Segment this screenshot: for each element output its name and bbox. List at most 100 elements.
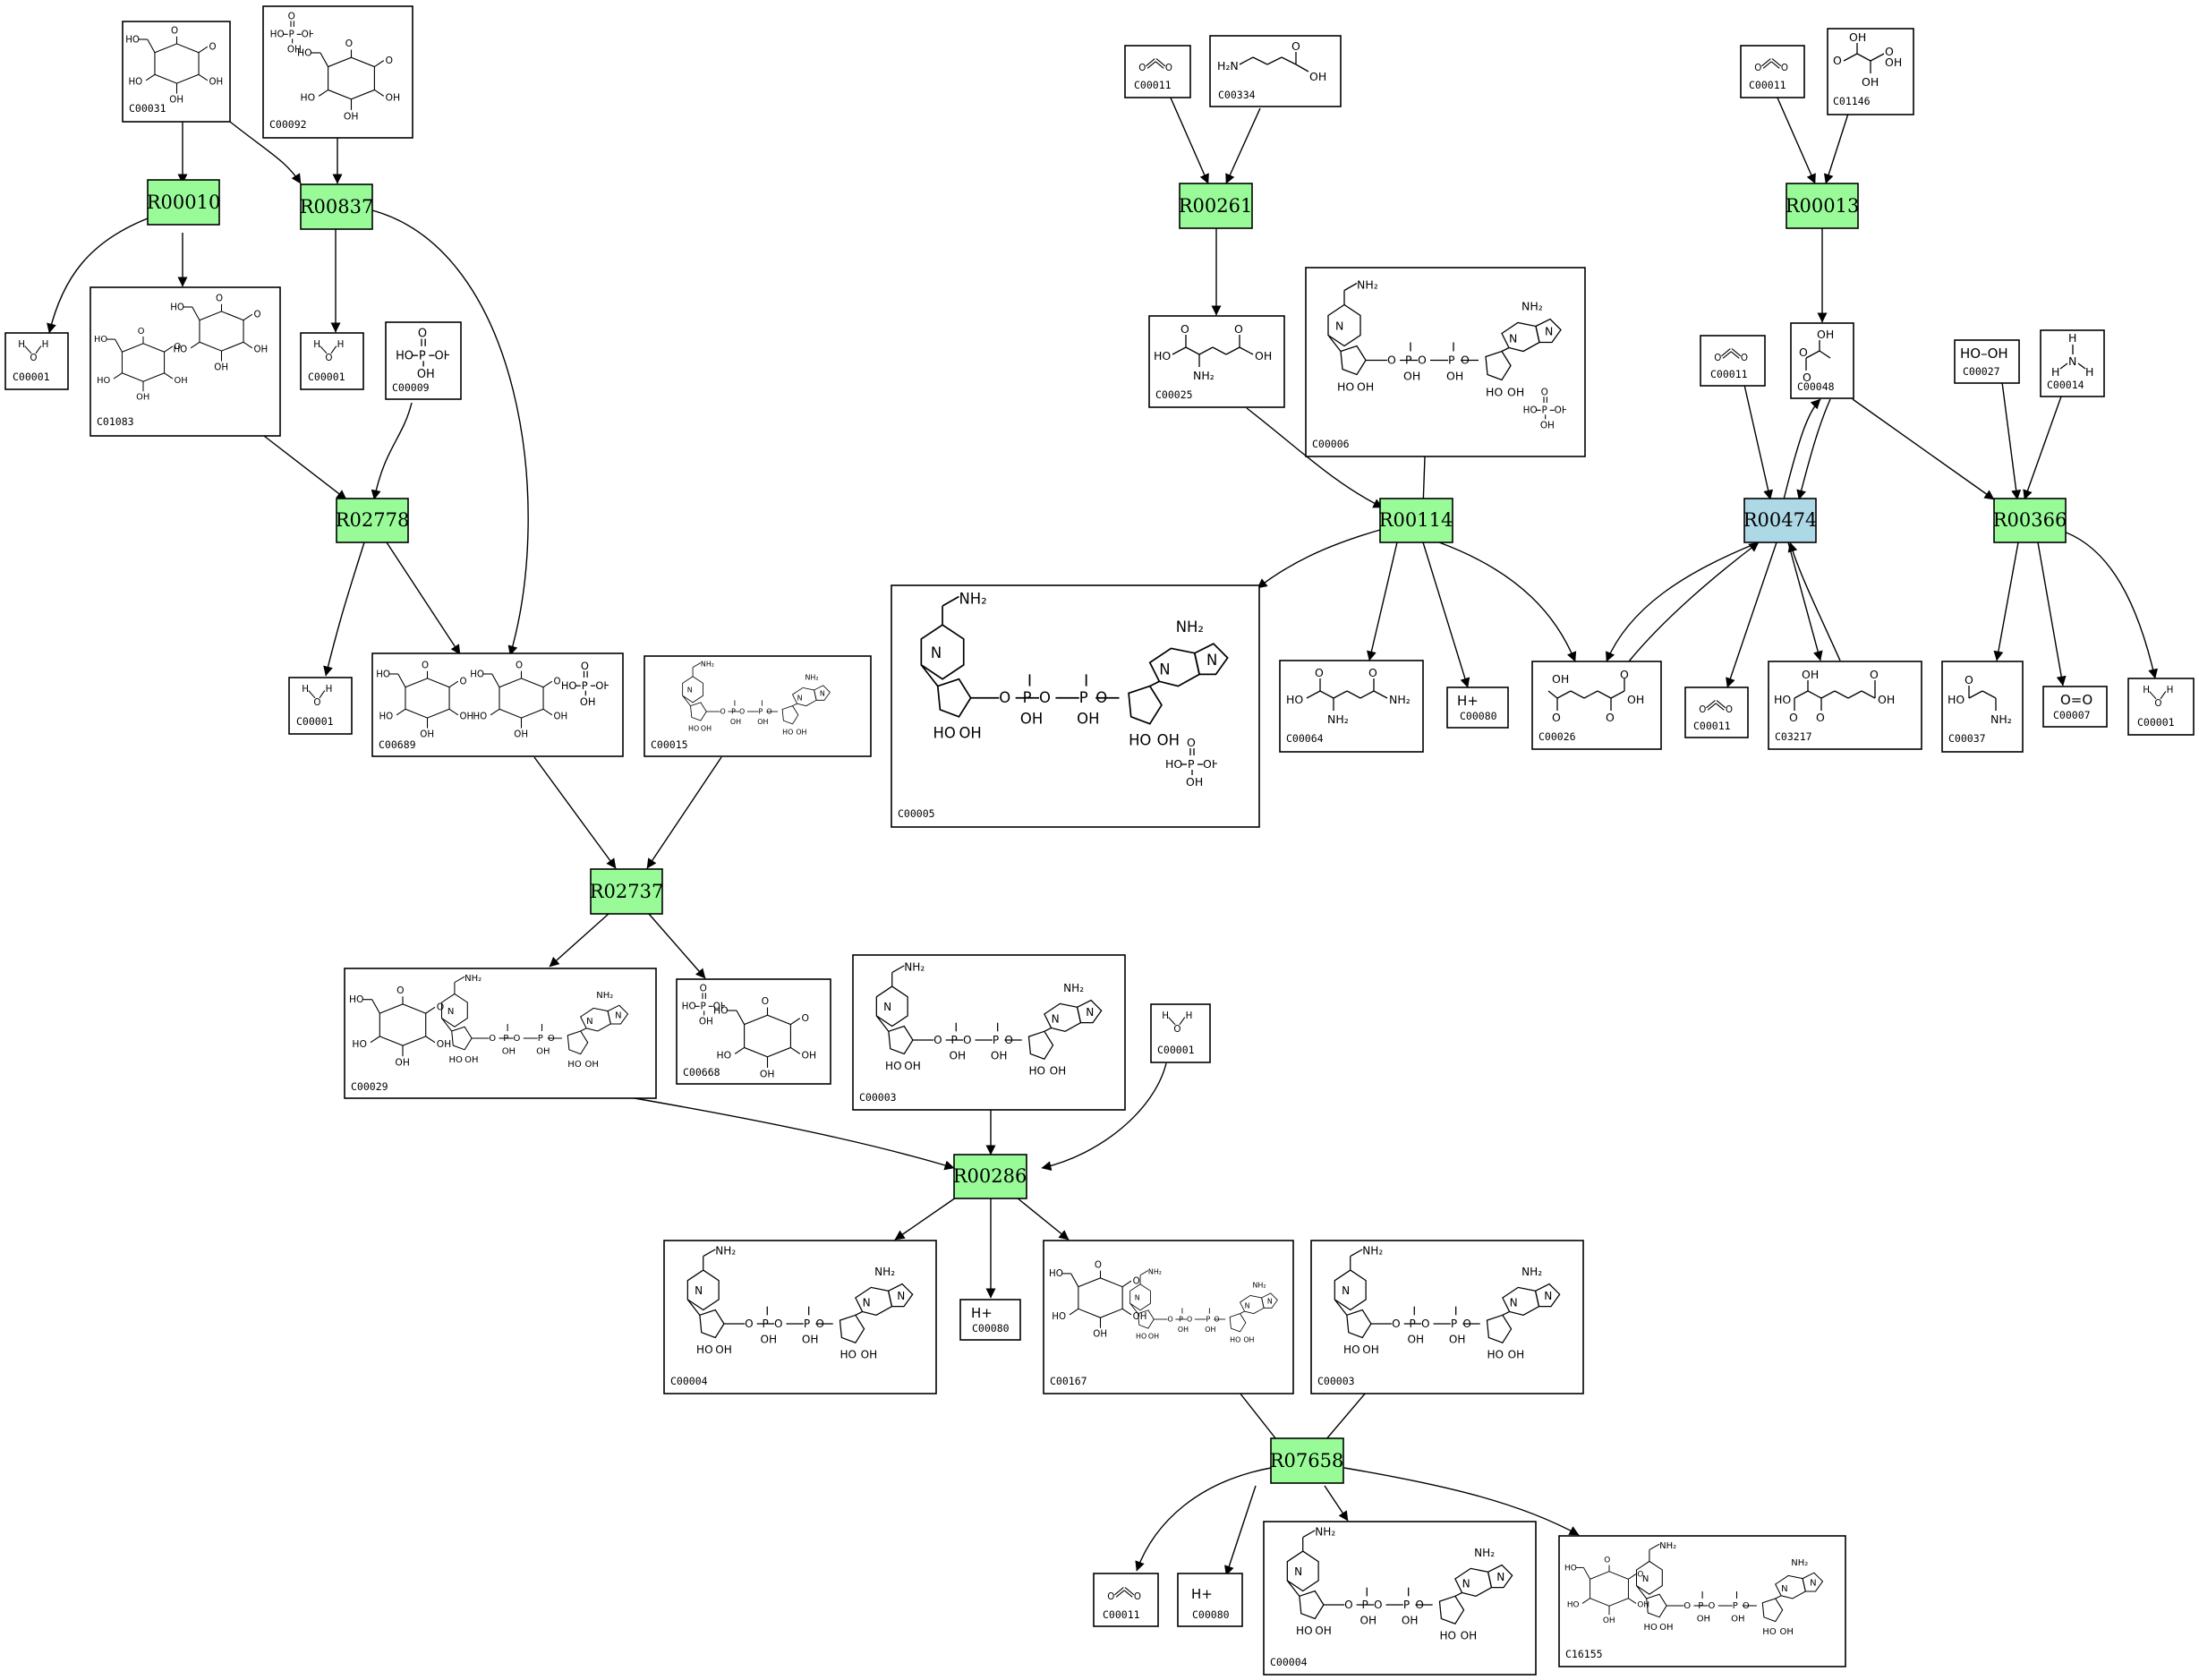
compound-c00080-c[interactable]: H+ C00080 [1446, 686, 1509, 729]
reaction-r00010[interactable]: R00010 [147, 179, 221, 226]
compound-c00080-a[interactable]: H+ C00080 [959, 1299, 1021, 1341]
compound-c00080-b[interactable]: H+ C00080 [1177, 1573, 1243, 1627]
compound-c00004-a[interactable]: C00004 [663, 1240, 937, 1394]
svg-text:O: O [1180, 322, 1189, 336]
svg-text:H: H [2085, 365, 2093, 379]
compound-c00001-d[interactable]: C00001 [1150, 1003, 1211, 1063]
compound-c00004-b[interactable]: C00004 [1263, 1521, 1537, 1676]
compound-c00064[interactable]: HO O O NH₂ NH₂ C00064 [1279, 660, 1424, 753]
compound-c00014[interactable]: H N H H C00014 [2040, 329, 2105, 397]
reaction-r07658[interactable]: R07658 [1270, 1437, 1344, 1484]
svg-text:NH₂: NH₂ [1990, 712, 2012, 726]
svg-text:O: O [1291, 39, 1300, 53]
compound-c00026[interactable]: OH O O O OH C00026 [1531, 661, 1662, 750]
compound-c01083[interactable]: C01083 [89, 286, 281, 437]
reaction-r00286-box [953, 1154, 1027, 1199]
reaction-r00114[interactable]: R00114 [1379, 498, 1453, 543]
compound-c00007[interactable]: O=O C00007 [2042, 686, 2108, 728]
svg-text:OH: OH [1309, 70, 1326, 83]
compound-c00048-id: C00048 [1797, 380, 1835, 393]
compound-c01146[interactable]: OH O O OH OH C01146 [1827, 28, 1914, 115]
compound-c03217[interactable]: OH HO O O O OH C03217 [1768, 661, 1922, 750]
compound-c00029[interactable]: C00029 [344, 968, 657, 1099]
svg-text:O: O [1885, 45, 1894, 58]
svg-text:OH: OH [1255, 349, 1272, 362]
compound-c00689[interactable]: C00689 [371, 652, 624, 757]
compound-c00001-a-id: C00001 [13, 371, 50, 383]
compound-c00026-id: C00026 [1538, 730, 1576, 743]
compound-c00011-d-id: C00011 [1710, 368, 1748, 380]
svg-text:O: O [1368, 666, 1377, 679]
compound-c00009[interactable]: C00009 [385, 321, 462, 400]
compound-c00006[interactable]: C00006 [1305, 267, 1586, 457]
compound-c00001-a[interactable]: C00001 [4, 332, 69, 390]
svg-text:HO: HO [1286, 693, 1303, 706]
compound-c00011-b-id: C00011 [1134, 79, 1172, 91]
svg-text:NH₂: NH₂ [1327, 712, 1349, 726]
compound-c00011-e-id: C00011 [1693, 720, 1731, 732]
svg-text:OH: OH [1817, 328, 1834, 341]
svg-text:O: O [1799, 345, 1808, 359]
reaction-r00013-label: R00013 [1786, 195, 1860, 217]
compound-c00025[interactable]: HO O O OH NH₂ C00025 [1148, 315, 1285, 408]
compound-c00668[interactable]: C00668 [676, 978, 831, 1085]
compound-c00167[interactable]: C00167 [1043, 1240, 1294, 1394]
compound-c00011-c-id: C00011 [1749, 79, 1786, 91]
reaction-r00366[interactable]: R00366 [1993, 498, 2067, 543]
compound-c00011-b[interactable]: C00011 [1124, 45, 1191, 98]
compound-c00027-id: C00027 [1963, 365, 2000, 378]
compound-c00080-c-id: C00080 [1460, 710, 1497, 722]
svg-text:O: O [1620, 668, 1629, 681]
compound-c00003-b[interactable]: C00003 [1310, 1240, 1584, 1394]
reaction-r00837[interactable]: R00837 [300, 183, 374, 230]
svg-text:NH₂: NH₂ [1389, 693, 1411, 706]
compound-c00001-b-id: C00001 [308, 371, 345, 383]
reaction-r00286[interactable]: R00286 [953, 1154, 1027, 1199]
reaction-r00114-label: R00114 [1379, 509, 1453, 531]
compound-c00064-id: C00064 [1286, 732, 1324, 745]
compound-c00011-a[interactable]: C00011 [1093, 1573, 1159, 1627]
compound-c00031-id: C00031 [129, 102, 166, 115]
compound-c00003-a[interactable]: C00003 [852, 954, 1126, 1111]
compound-c00037[interactable]: O HO NH₂ C00037 [1941, 661, 2024, 753]
svg-text:OH: OH [1878, 693, 1895, 706]
compound-c00027[interactable]: HO–OH C00027 [1954, 339, 2020, 384]
reaction-r00366-label: R00366 [1993, 509, 2067, 531]
compound-c00334[interactable]: H₂N O OH C00334 [1209, 35, 1342, 107]
compound-c16155[interactable]: C16155 [1558, 1535, 1846, 1667]
reaction-r00114-box [1379, 498, 1453, 543]
reaction-r02778-box [336, 498, 409, 543]
compound-c00048[interactable]: OH O O C00048 [1790, 322, 1854, 399]
compound-c00092[interactable]: C00092 [262, 5, 413, 139]
compound-c00080-a-id: C00080 [972, 1322, 1010, 1335]
reaction-r02778-label: R02778 [336, 509, 410, 531]
compound-c00027-formula: HO–OH [1960, 345, 2008, 362]
compound-c00092-id: C00092 [269, 118, 307, 131]
reaction-r02778[interactable]: R02778 [336, 498, 410, 543]
compound-c00009-id: C00009 [392, 381, 430, 394]
compound-c01146-id: C01146 [1833, 95, 1871, 107]
reaction-r02737[interactable]: R02737 [590, 868, 664, 915]
reaction-r00261-box [1179, 183, 1253, 229]
reaction-r00013[interactable]: R00013 [1786, 183, 1860, 229]
compound-c00011-c[interactable]: C00011 [1740, 45, 1805, 98]
compound-c00080-a-formula: H+ [971, 1305, 993, 1321]
compound-c00015[interactable]: C00015 [644, 655, 872, 757]
compound-c00011-d[interactable]: C00011 [1700, 335, 1766, 387]
compound-c00004-a-id: C00004 [670, 1375, 708, 1387]
reaction-r00474[interactable]: R00474 [1743, 498, 1818, 543]
compound-c00080-b-formula: H+ [1191, 1586, 1213, 1602]
reaction-r00261[interactable]: R00261 [1179, 183, 1253, 229]
svg-text:O: O [1315, 666, 1324, 679]
svg-text:O: O [1816, 711, 1825, 724]
compound-c00006-id: C00006 [1312, 438, 1350, 450]
compound-c00001-b[interactable]: C00001 [300, 332, 364, 390]
reaction-r00010-label: R00010 [147, 192, 221, 213]
compound-c00001-e[interactable]: C00001 [2127, 678, 2195, 736]
compound-c00011-e[interactable]: C00011 [1684, 686, 1749, 738]
compound-c00005[interactable]: C00005 [891, 584, 1260, 828]
svg-text:H: H [2051, 365, 2059, 379]
compound-c00011-a-id: C00011 [1103, 1608, 1140, 1621]
compound-c00001-c[interactable]: C00001 [288, 677, 353, 735]
compound-c00031[interactable]: C00031 [122, 21, 231, 123]
